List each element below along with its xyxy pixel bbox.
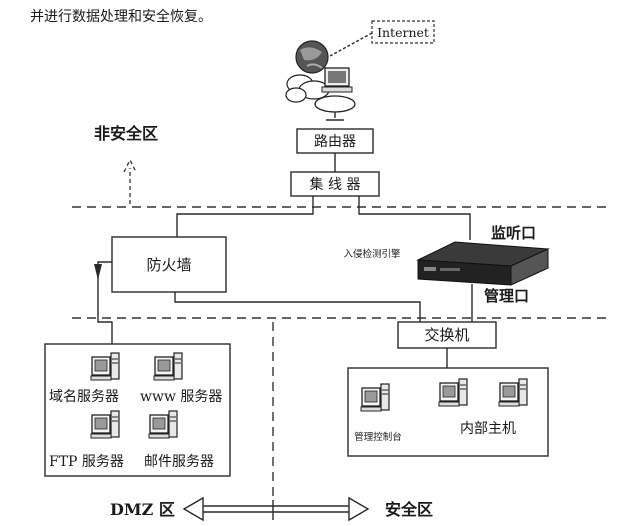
management-port-label: 管理口 <box>484 287 529 305</box>
ids-engine-device <box>416 241 550 286</box>
unsafe-zone-label: 非安全区 <box>94 124 158 143</box>
firewall-box <box>111 236 227 293</box>
internal-hosts-label: 内部主机 <box>460 421 516 437</box>
zone-double-arrow <box>182 496 370 522</box>
ftp-server-label: FTP 服务器 <box>49 454 124 470</box>
dns-server-label: 域名服务器 <box>49 389 119 405</box>
switch-label: 交换机 <box>424 326 469 344</box>
router-box <box>296 128 374 154</box>
safe-zone-label: 安全区 <box>385 500 433 519</box>
router-label: 路由器 <box>314 134 356 150</box>
caption-text: 并进行数据处理和安全恢复。 <box>30 8 212 25</box>
ids-engine-label: 入侵检测引擎 <box>343 248 401 260</box>
dmz-server-panel <box>44 343 231 477</box>
internet-callout: Internet <box>329 20 435 57</box>
firewall-label: 防火墙 <box>146 256 191 274</box>
www-server-label: www 服务器 <box>140 389 222 405</box>
hub-box <box>290 171 380 197</box>
management-console-label: 管理控制台 <box>354 431 402 443</box>
unsafe-zone-arrow <box>123 158 137 204</box>
switch-box <box>397 321 497 349</box>
monitor-port-label: 监听口 <box>491 224 536 242</box>
mail-server-label: 邮件服务器 <box>144 454 214 470</box>
internet-label: Internet <box>377 25 429 40</box>
internet-globe-icon <box>285 40 356 121</box>
hub-label: 集 线 器 <box>310 176 361 193</box>
dmz-zone-label: DMZ 区 <box>110 500 175 519</box>
